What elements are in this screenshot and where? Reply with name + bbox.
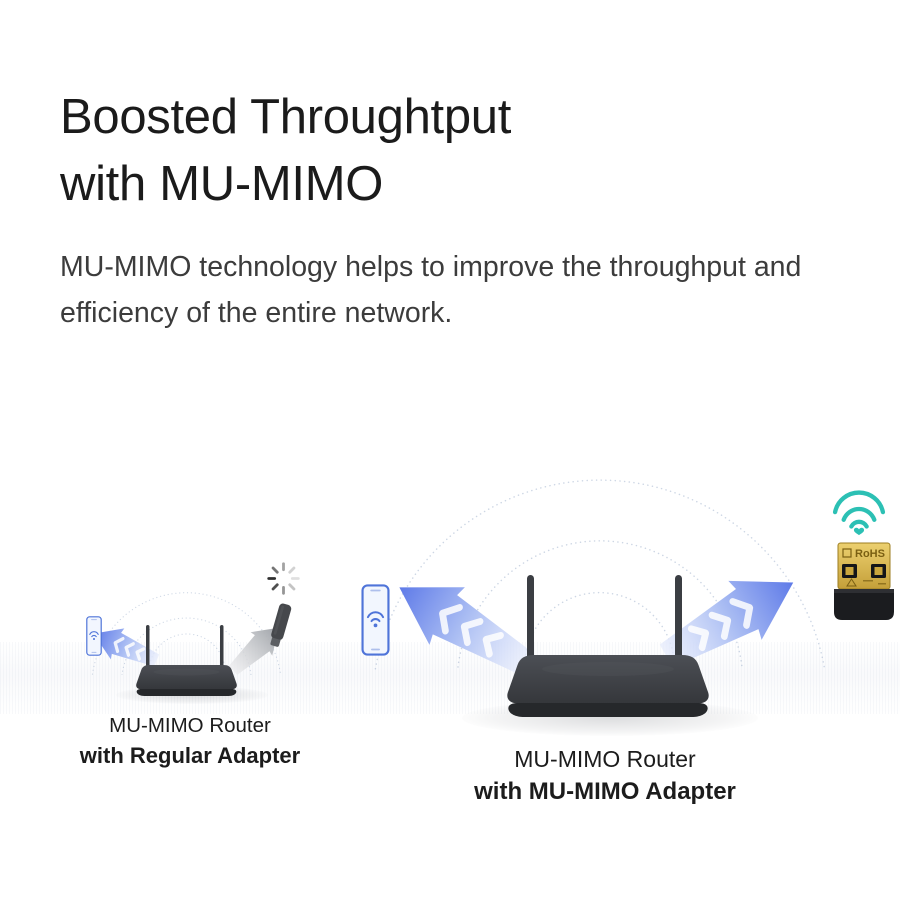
description-line-1: MU-MIMO technology helps to improve the … [60,251,802,283]
wifi-signal-icon [832,490,886,536]
regular-usb-adapter-icon [270,603,292,647]
title-line-2: with MU-MIMO [60,157,384,211]
caption-left-line-2: with Regular Adapter [79,743,301,768]
loading-spinner-icon [267,562,300,595]
adapter-rohs-label: RoHS [855,548,885,560]
title-line-1: Boosted Throughtput [60,90,512,144]
caption-left-line-1: MU-MIMO Router [109,714,271,737]
mu-mimo-usb-adapter-icon: RoHS [834,542,894,620]
caption-right: MU-MIMO Router with MU-MIMO Adapter [450,746,760,806]
header: Boosted Throughtput with MU-MIMO MU-MIMO… [60,84,900,336]
caption-right-line-1: MU-MIMO Router [514,746,696,772]
smartphone-icon-right [361,584,390,656]
caption-right-line-2: with MU-MIMO Adapter [474,778,736,805]
router-illustration-left [136,625,237,696]
page-description: MU-MIMO technology helps to improve the … [60,244,900,336]
smartphone-icon-left [86,616,102,656]
caption-left: MU-MIMO Router with Regular Adapter [40,714,340,769]
description-line-2: efficiency of the entire network. [60,297,453,329]
page-title: Boosted Throughtput with MU-MIMO [60,84,900,218]
router-illustration-right [507,575,709,717]
